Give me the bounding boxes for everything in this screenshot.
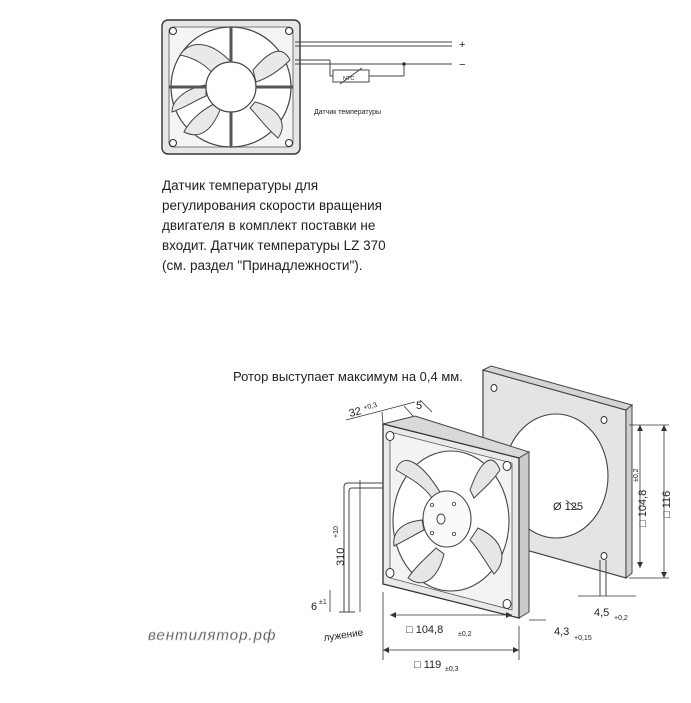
ntc-label: NTC bbox=[343, 76, 354, 82]
dim-4-3: 4,3 bbox=[554, 626, 569, 638]
rotor-note: Ротор выступает максимум на 0,4 мм. bbox=[233, 369, 463, 384]
dim-6: 6 bbox=[311, 601, 317, 613]
dim-4-5-tol: +0,2 bbox=[614, 615, 628, 622]
dim-104-8-vertical: □ 104,8 bbox=[637, 490, 649, 527]
dim-5: 5 bbox=[416, 400, 422, 412]
dim-116: □ 116 bbox=[661, 491, 673, 518]
dim-4-3-tol: +0,15 bbox=[574, 635, 592, 642]
dim-d125: Ø 125 bbox=[553, 501, 583, 513]
dimension-lines bbox=[329, 399, 669, 660]
sensor-note: Датчик температуры для регулирования ско… bbox=[162, 176, 402, 276]
minus-label: − bbox=[459, 59, 465, 71]
dim-119-tol: ±0,3 bbox=[445, 666, 459, 673]
watermark: вентилятор.рф bbox=[148, 627, 276, 644]
dim-4-5: 4,5 bbox=[594, 607, 609, 619]
dim-32-tol: +0,3 bbox=[363, 402, 378, 412]
plus-label: + bbox=[459, 39, 465, 51]
junction-dot bbox=[402, 62, 406, 66]
dim-104-8-vertical-tol: ±0,2 bbox=[633, 468, 640, 482]
top-wiring bbox=[295, 41, 452, 85]
note-line: двигателя в комплект поставки не bbox=[162, 218, 376, 233]
fan-housing-isometric bbox=[382, 415, 531, 619]
dim-119: □ 119 bbox=[414, 659, 441, 671]
dim-310-tol: +10 bbox=[333, 526, 340, 538]
dim-310: 310 bbox=[335, 548, 347, 566]
note-line: Датчик температуры для bbox=[162, 178, 319, 193]
dim-32: 32 bbox=[348, 405, 363, 420]
note-line: (см. раздел "Принадлежности"). bbox=[162, 258, 363, 273]
wire-label: лужение bbox=[323, 627, 364, 644]
mount-pin bbox=[599, 560, 607, 596]
note-line: регулирования скорости вращения bbox=[162, 198, 382, 213]
dimension-arrows bbox=[383, 425, 667, 653]
sensor-label: Датчик температуры bbox=[314, 109, 381, 116]
note-line: входит. Датчик температуры LZ 370 bbox=[162, 238, 386, 253]
dim-104-8-horizontal: □ 104,8 bbox=[406, 624, 443, 636]
top-fan-front-view bbox=[161, 19, 301, 155]
dim-6-tol: ±1 bbox=[319, 599, 327, 606]
lead-wires bbox=[339, 482, 383, 613]
dim-104-8-horizontal-tol: ±0,2 bbox=[458, 631, 472, 638]
